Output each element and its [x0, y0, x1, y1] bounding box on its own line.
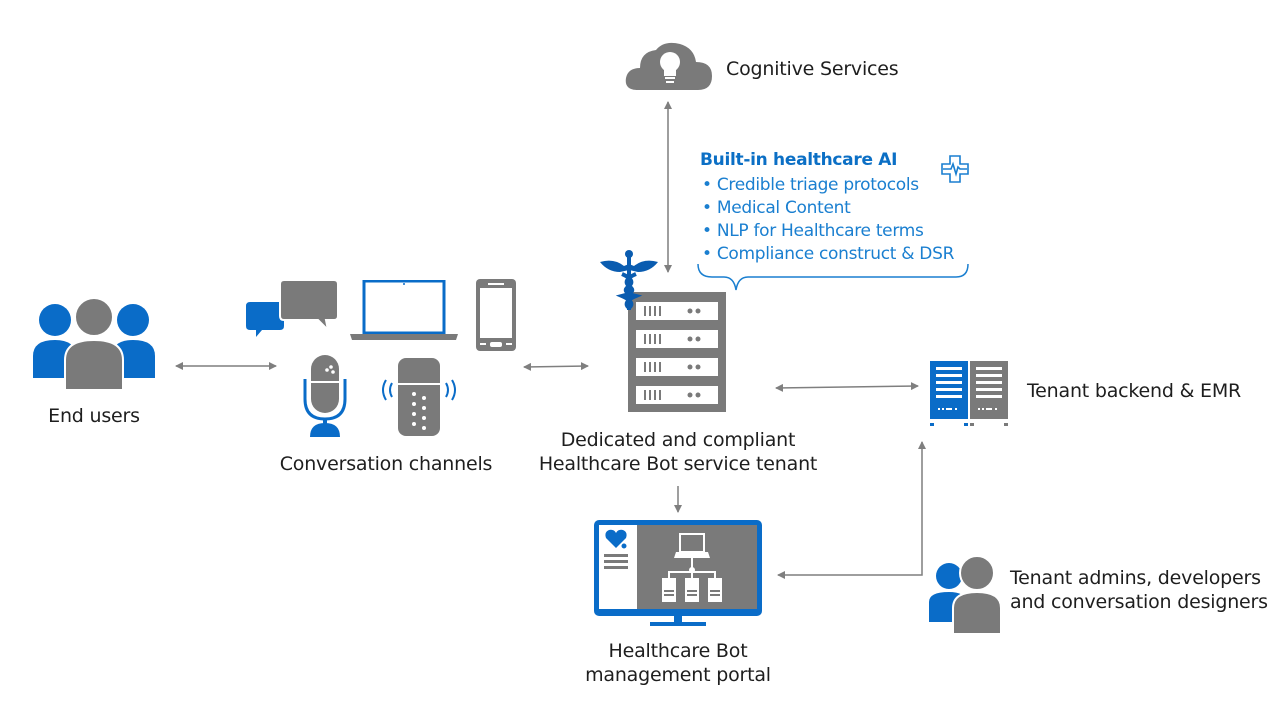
tenant-admins-label-line1: Tenant admins, developers [1010, 567, 1261, 589]
server-rack-icon [628, 292, 726, 412]
tenant-admins-label-line2: and conversation designers [1010, 591, 1268, 613]
cognitive-services-label: Cognitive Services [726, 58, 899, 80]
tenant-admins-label: Tenant admins, developers and conversati… [1010, 566, 1268, 614]
arrow-admins-backend-portal [777, 441, 926, 579]
healthcare-ai-item: • NLP for Healthcare terms [702, 221, 924, 241]
servers-icon [930, 361, 1010, 427]
conversation-channels-label: Conversation channels [279, 453, 493, 475]
smartphone-icon [476, 279, 516, 351]
brace-icon [697, 263, 969, 291]
arrow-channels-bot [523, 362, 589, 371]
caduceus-icon [598, 248, 660, 312]
healthcare-ai-panel: Built-in healthcare AI • Credible triage… [700, 150, 954, 266]
healthcare-ai-title: Built-in healthcare AI [700, 150, 898, 170]
laptop-icon [350, 280, 458, 342]
management-portal-label-line1: Healthcare Bot [608, 640, 748, 662]
bot-service-label: Dedicated and compliant Healthcare Bot s… [528, 428, 828, 476]
end-users-label: End users [48, 405, 140, 427]
cloud-lightbulb-icon [624, 40, 714, 92]
medical-cross-heartbeat-icon [940, 154, 970, 184]
arrow-bot-backend [775, 382, 919, 392]
monitor-portal-icon [594, 520, 762, 626]
healthcare-ai-item: • Compliance construct & DSR [702, 244, 955, 264]
bot-service-label-line1: Dedicated and compliant [560, 429, 796, 451]
bot-service-label-line2: Healthcare Bot service tenant [538, 453, 818, 475]
management-portal-label: Healthcare Bot management portal [558, 639, 798, 687]
healthcare-ai-item: • Credible triage protocols [702, 175, 919, 195]
chat-bubbles-icon [246, 280, 338, 338]
users-group-icon [33, 298, 155, 390]
tenant-backend-label: Tenant backend & EMR [1027, 380, 1242, 402]
healthcare-ai-item: • Medical Content [702, 198, 851, 218]
microphone-icon [302, 355, 348, 437]
users-pair-icon [929, 556, 1001, 634]
smart-speaker-icon [378, 358, 460, 436]
management-portal-label-line2: management portal [585, 664, 771, 686]
